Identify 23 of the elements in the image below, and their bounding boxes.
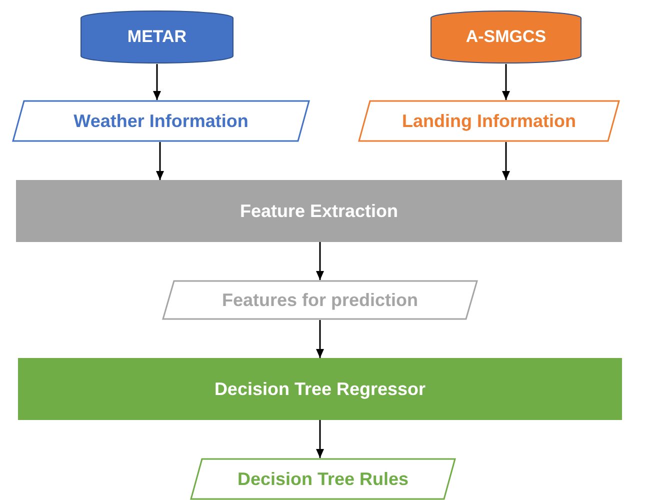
database-cylinder [430, 10, 582, 64]
node-label: Weather Information [74, 110, 248, 132]
data-parallelogram [358, 100, 620, 142]
arrow [502, 142, 510, 180]
data-parallelogram [12, 100, 310, 142]
data-parallelogram [162, 280, 478, 320]
arrow [316, 320, 324, 358]
node-label: Decision Tree Rules [237, 468, 409, 490]
process-box [18, 358, 622, 420]
node-label: Decision Tree Regressor [214, 378, 426, 400]
node-label: A-SMGCS [466, 27, 546, 47]
node-label: Features for prediction [222, 290, 418, 310]
node-label: Landing Information [402, 110, 576, 132]
arrow [502, 64, 510, 100]
node-label: Feature Extraction [240, 200, 398, 222]
data-parallelogram [190, 458, 456, 500]
arrow [316, 242, 324, 280]
arrow [316, 420, 324, 458]
database-cylinder [80, 10, 234, 64]
arrow [156, 142, 164, 180]
arrow [153, 64, 161, 100]
process-box [16, 180, 622, 242]
node-label: METAR [127, 27, 187, 47]
